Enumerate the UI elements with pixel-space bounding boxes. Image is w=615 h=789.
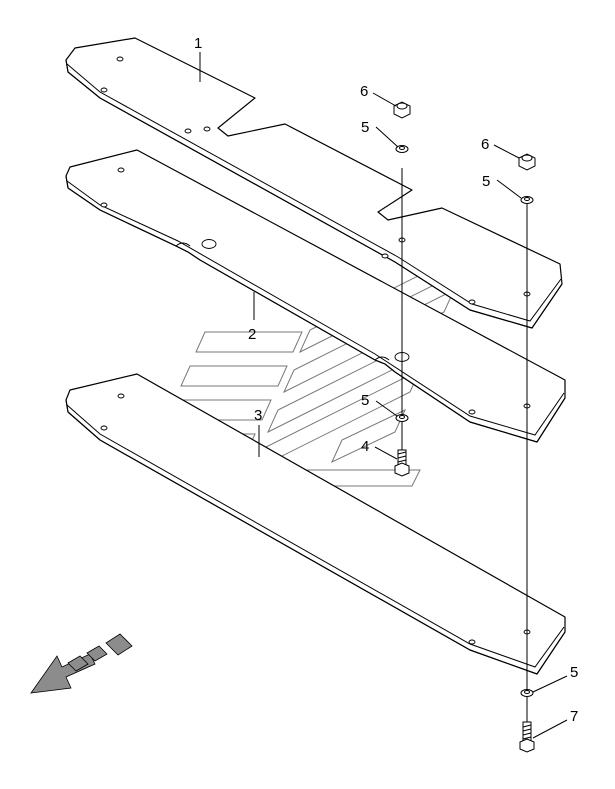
plate-1 (65, 37, 563, 329)
callout-4: 4 (361, 438, 369, 455)
leader-7 (532, 719, 568, 739)
nut-b (518, 153, 536, 171)
leader-4 (374, 446, 398, 460)
callout-5d: 5 (570, 664, 578, 681)
leader-5a (375, 126, 399, 148)
callout-5b: 5 (482, 173, 490, 190)
leader-5d (532, 675, 568, 693)
washer-c (395, 414, 409, 422)
leader-6a (372, 92, 397, 107)
callout-3: 3 (254, 407, 262, 424)
bolt-short (394, 449, 410, 477)
callout-2: 2 (248, 326, 256, 343)
washer-b (520, 196, 534, 204)
washer-a (395, 145, 409, 153)
leader-5b (496, 179, 522, 199)
leader-5c (375, 400, 398, 417)
callout-6a: 6 (360, 83, 368, 100)
callout-7: 7 (570, 708, 578, 725)
callout-6b: 6 (481, 136, 489, 153)
direction-arrow-icon (30, 633, 133, 694)
callout-1: 1 (194, 35, 202, 52)
callout-5c: 5 (361, 392, 369, 409)
nut-a (393, 101, 411, 119)
plate-2 (65, 149, 566, 443)
plate-3 (65, 373, 566, 675)
bolt-long (519, 721, 535, 753)
washer-d (520, 689, 534, 697)
callout-5a: 5 (361, 119, 369, 136)
leader-6b (493, 144, 520, 159)
